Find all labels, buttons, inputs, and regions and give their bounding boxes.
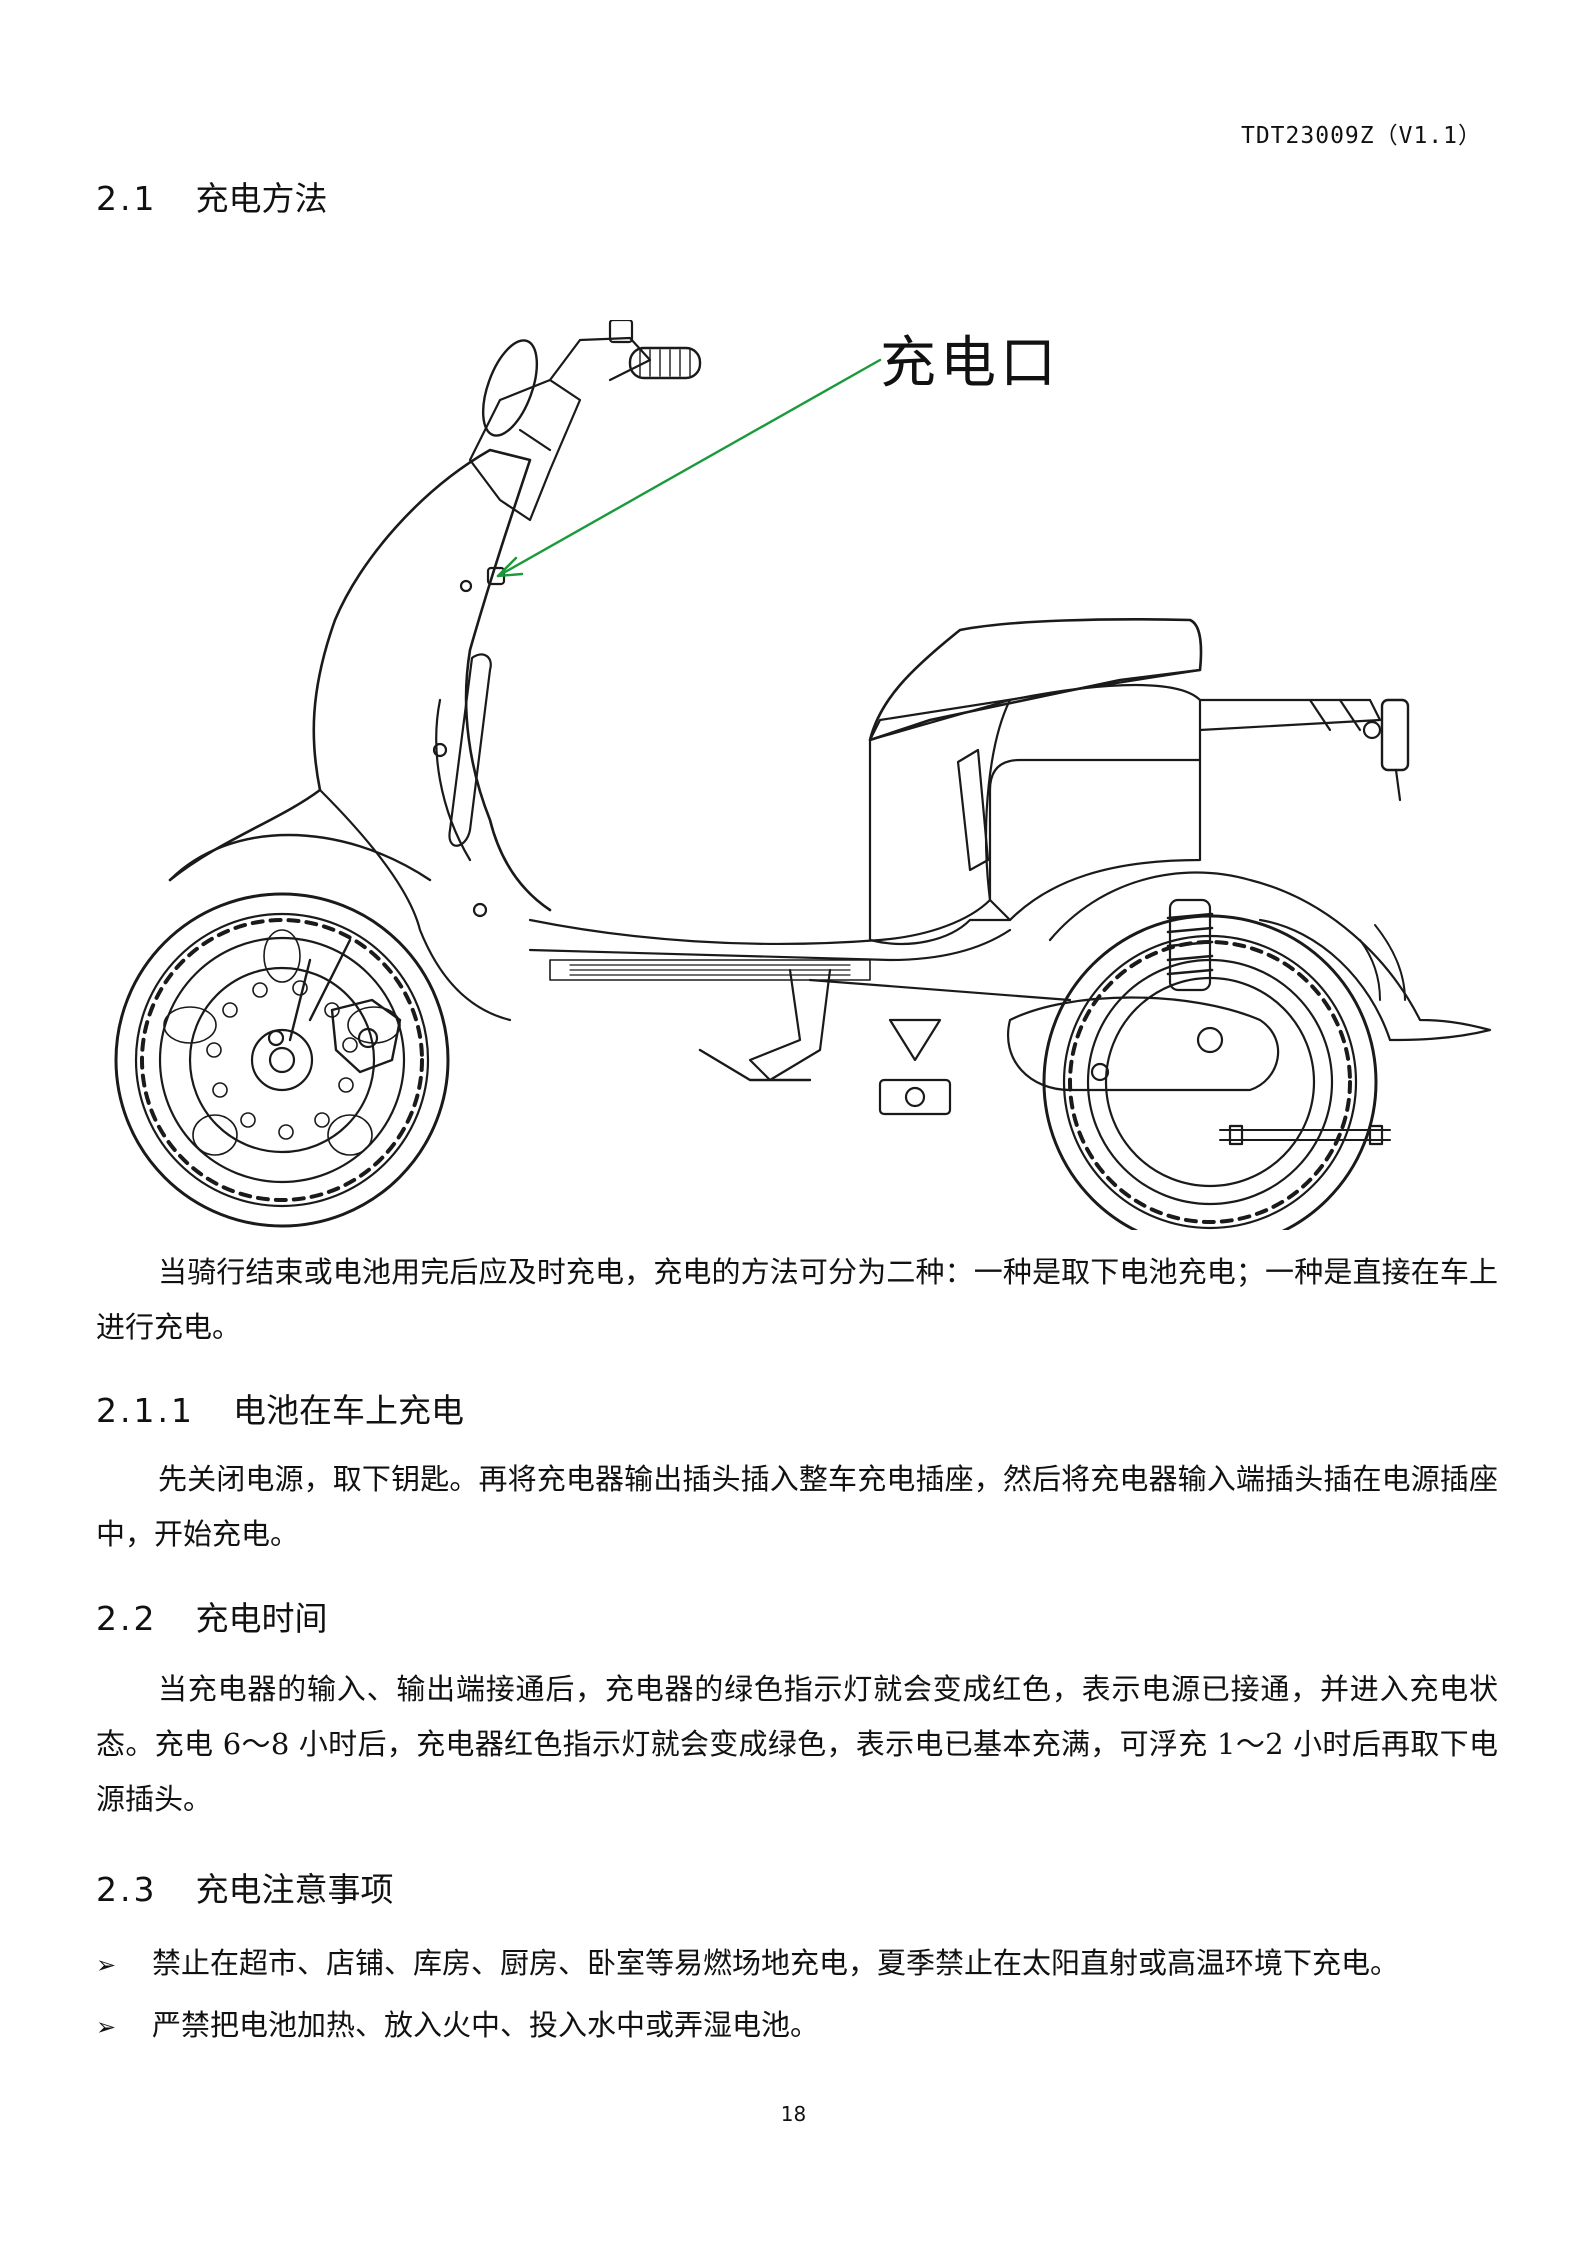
bullet-text: 禁止在超市、店铺、库房、厨房、卧室等易燃场地充电，夏季禁止在太阳直射或高温环境下… <box>152 1946 1400 1980</box>
intro-paragraph: 当骑行结束或电池用完后应及时充电，充电的方法可分为二种：一种是取下电池充电；一种… <box>96 1255 1498 1344</box>
scooter-illustration <box>114 320 1492 1230</box>
charging-time-paragraph: 当充电器的输入、输出端接通后，充电器的绿色指示灯就会变成红色，表示电源已接通，并… <box>96 1672 1498 1816</box>
section-number: 2.1 <box>96 179 158 218</box>
section-title: 充电方法 <box>195 179 328 218</box>
list-item: ➢ 禁止在超市、店铺、库房、厨房、卧室等易燃场地充电，夏季禁止在太阳直射或高温环境… <box>96 1943 1516 1985</box>
section-title: 电池在车上充电 <box>232 1391 464 1430</box>
bullet-marker: ➢ <box>96 1951 117 1979</box>
list-item: ➢ 严禁把电池加热、放入火中、投入水中或弄湿电池。 <box>96 2005 1516 2047</box>
section-title: 充电时间 <box>195 1599 328 1638</box>
section-heading-2-2: 2.2 充电时间 <box>96 1592 327 1640</box>
section-number: 2.2 <box>96 1599 158 1638</box>
section-number: 2.1.1 <box>96 1391 195 1430</box>
section-number: 2.3 <box>96 1870 158 1909</box>
charging-port-label: 充电口 <box>880 331 1060 396</box>
front-wheel <box>114 892 450 1228</box>
on-vehicle-charging-paragraph: 先关闭电源，取下钥匙。再将充电器输出插头插入整车充电插座，然后将充电器输入端插头… <box>96 1462 1498 1551</box>
section-heading-2-1: 2.1 充电方法 <box>96 172 327 220</box>
section-title: 充电注意事项 <box>195 1870 394 1909</box>
bullet-text: 严禁把电池加热、放入火中、投入水中或弄湿电池。 <box>152 2008 820 2042</box>
bullet-marker: ➢ <box>96 2013 117 2041</box>
section-heading-2-3: 2.3 充电注意事项 <box>96 1863 393 1911</box>
page-number: 18 <box>780 2102 807 2126</box>
section-heading-2-1-1: 2.1.1 电池在车上充电 <box>96 1384 464 1432</box>
document-code: TDT23009Z（V1.1） <box>1240 123 1482 149</box>
